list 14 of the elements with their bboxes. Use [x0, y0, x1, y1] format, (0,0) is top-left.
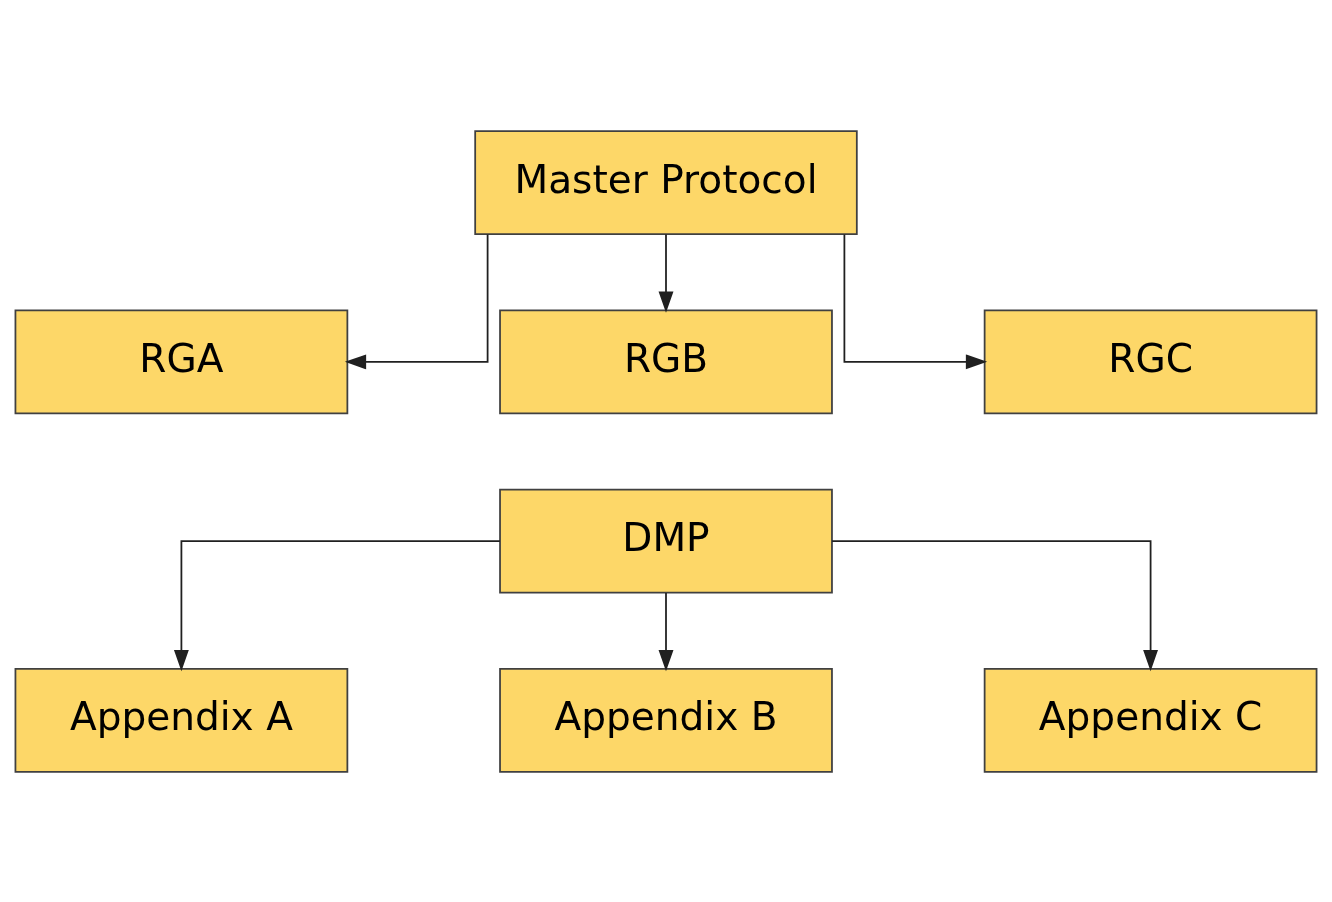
node-box: DMP: [499, 488, 833, 593]
arrow: [658, 591, 674, 671]
arrow: [831, 539, 1159, 671]
node-box: RGC: [983, 309, 1318, 414]
node-box: Master Protocol: [474, 129, 858, 235]
arrow: [658, 233, 674, 313]
node-box: RGA: [14, 309, 349, 414]
node-box: Appendix C: [983, 667, 1318, 773]
node-box: Appendix A: [14, 667, 349, 773]
node-box: Appendix B: [499, 667, 833, 773]
arrow: [843, 233, 988, 369]
arrow: [344, 233, 489, 369]
arrow: [173, 539, 501, 671]
node-box: RGB: [499, 309, 833, 414]
